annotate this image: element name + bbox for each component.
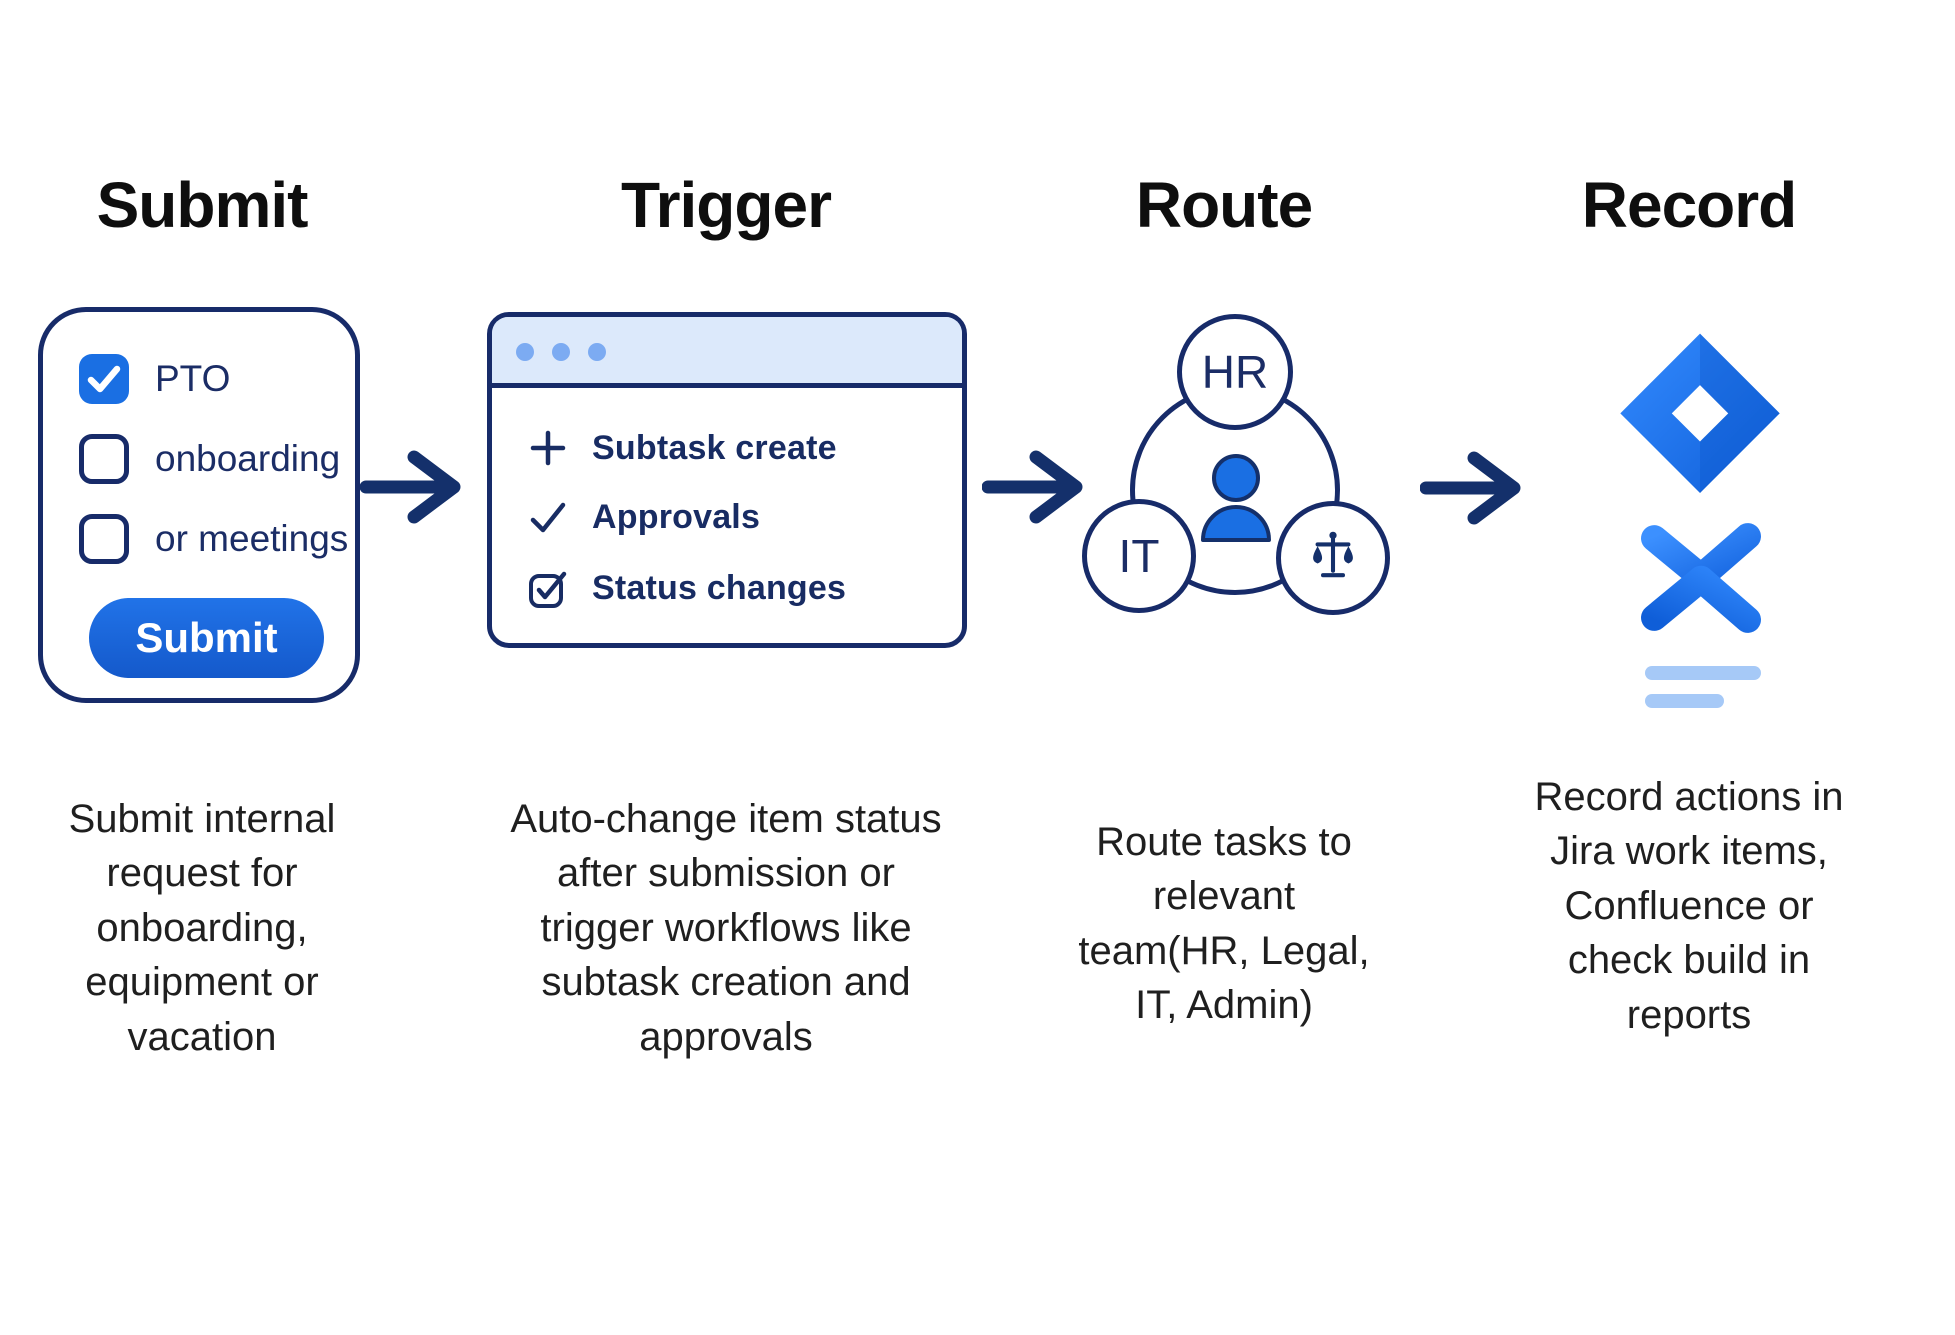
trigger-description: Auto-change item status after submission… <box>510 797 942 1059</box>
request-form-card: PTO onboarding or meetings Submit <box>38 307 360 703</box>
text-line-decoration <box>1645 666 1761 680</box>
submit-title: Submit <box>96 169 309 241</box>
jira-logo <box>1620 333 1780 494</box>
checkmark-icon <box>87 365 121 393</box>
submit-description: Submit internal request for onboarding, … <box>68 797 336 1059</box>
window-row-status: Status changes <box>526 565 846 611</box>
checkbox-check-icon <box>526 566 570 610</box>
submit-button[interactable]: Submit <box>89 598 324 678</box>
option-label-meetings: or meetings <box>155 518 349 559</box>
confluence-logo <box>1641 523 1761 633</box>
checkbox-empty-onboarding[interactable] <box>79 434 129 484</box>
option-row-onboarding: onboarding <box>79 433 340 485</box>
window-row-label: Status changes <box>592 568 847 607</box>
route-description: Route tasks to relevant team(HR, Legal, … <box>1078 820 1370 1028</box>
route-title: Route <box>1135 169 1313 241</box>
option-label-pto: PTO <box>155 358 231 399</box>
record-title: Record <box>1581 169 1798 241</box>
checkbox-empty-meetings[interactable] <box>79 514 129 564</box>
team-circle-hr: HR <box>1177 314 1293 430</box>
team-label-it: IT <box>1118 530 1160 582</box>
window-dot-icon <box>588 343 606 361</box>
text-line-decoration <box>1645 694 1724 708</box>
window-dot-icon <box>552 343 570 361</box>
option-row-pto: PTO <box>79 353 230 405</box>
person-icon <box>1201 454 1271 542</box>
arrow-right-icon <box>982 450 1083 524</box>
route-team-illustration: HR IT <box>1080 310 1400 625</box>
window-dot-icon <box>516 343 534 361</box>
window-row-approvals: Approvals <box>526 494 760 540</box>
option-row-meetings: or meetings <box>79 513 348 565</box>
window-row-label: Subtask create <box>592 428 837 467</box>
team-circle-legal <box>1276 501 1390 615</box>
team-label-hr: HR <box>1201 346 1269 398</box>
arrow-right-icon <box>1420 451 1521 525</box>
record-description: Record actions in Jira work items, Confl… <box>1534 775 1844 1037</box>
browser-window: Subtask create Approvals Status changes <box>487 312 967 648</box>
window-row-label: Approvals <box>592 497 761 536</box>
arrow-right-icon <box>360 450 461 524</box>
browser-titlebar <box>492 317 962 388</box>
trigger-title: Trigger <box>621 169 832 241</box>
option-label-onboarding: onboarding <box>155 438 341 479</box>
checkbox-checked-pto[interactable] <box>79 354 129 404</box>
plus-icon <box>526 426 570 470</box>
team-circle-it: IT <box>1082 499 1196 613</box>
check-icon <box>526 495 570 539</box>
scales-icon <box>1313 531 1353 578</box>
window-row-subtask: Subtask create <box>526 425 837 471</box>
